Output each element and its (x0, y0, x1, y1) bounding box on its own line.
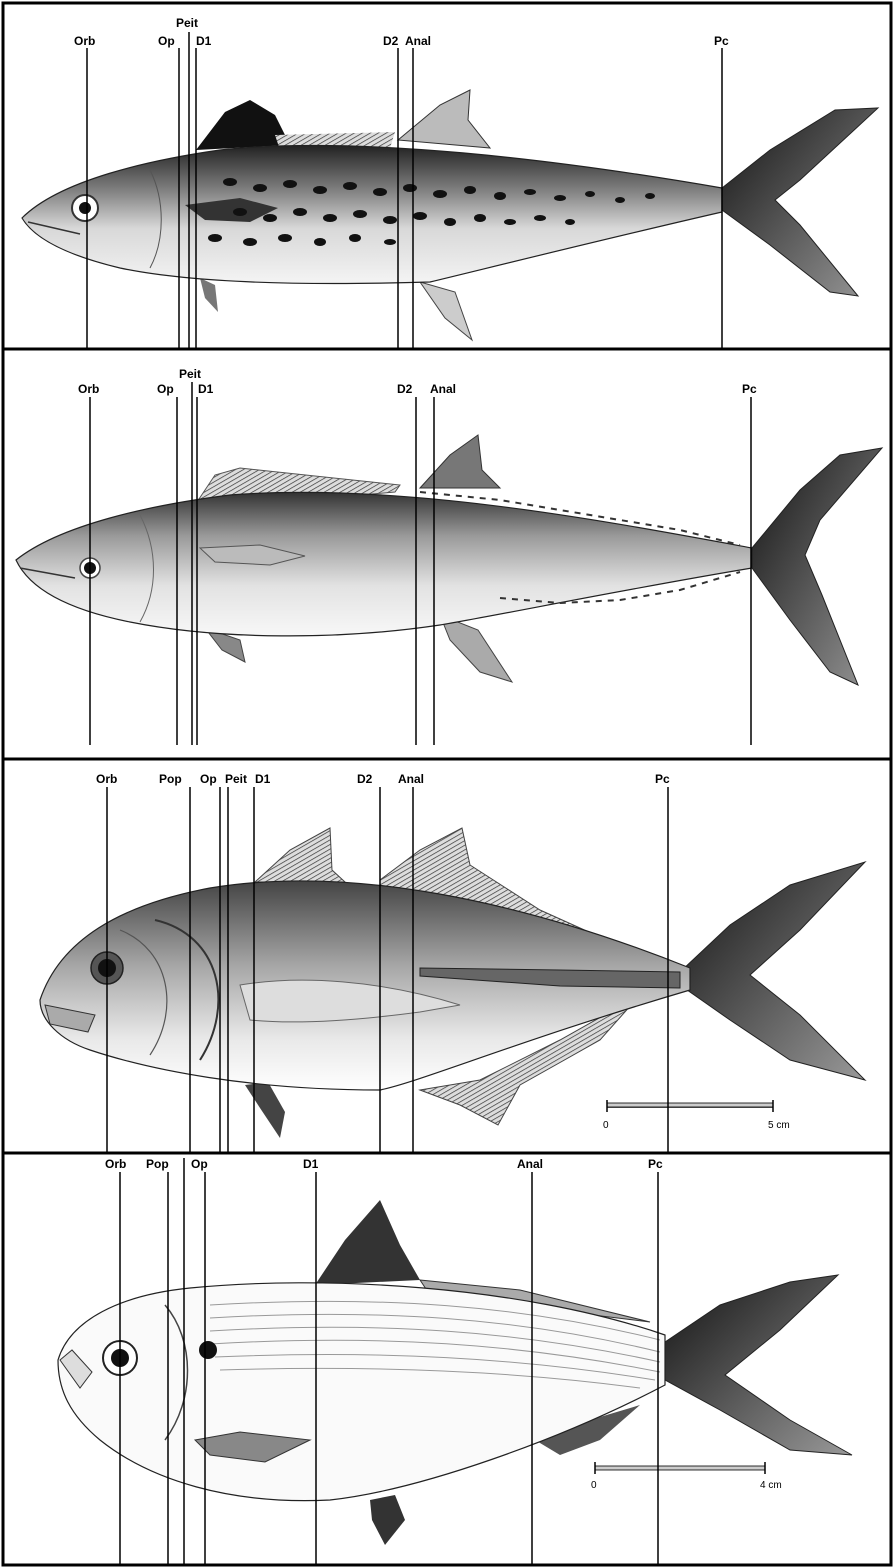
p3-label-pc: Pc (655, 772, 670, 786)
p3-label-d2: D2 (357, 772, 373, 786)
p2-label-d2: D2 (397, 382, 413, 396)
p4-label-op: Op (191, 1157, 208, 1171)
p3-label-anal: Anal (398, 772, 424, 786)
p2-label-peit: Peit (179, 367, 201, 381)
p1-label-orb: Orb (74, 34, 95, 48)
p2-label-orb: Orb (78, 382, 99, 396)
p4-label-orb: Orb (105, 1157, 126, 1171)
p4-label-pop: Pop (146, 1157, 169, 1171)
p2-label-d1: D1 (198, 382, 214, 396)
scale-2-end: 4 cm (760, 1480, 782, 1491)
p3-label-pop: Pop (159, 772, 182, 786)
scale-1-start: 0 (603, 1120, 609, 1131)
p1-label-d2: D2 (383, 34, 399, 48)
p3-label-orb: Orb (96, 772, 117, 786)
p4-label-pc: Pc (648, 1157, 663, 1171)
p2-label-op: Op (157, 382, 174, 396)
p3-label-op: Op (200, 772, 217, 786)
p1-label-d1: D1 (196, 34, 212, 48)
p3-label-d1: D1 (255, 772, 271, 786)
p4-label-d1: D1 (303, 1157, 319, 1171)
p4-label-anal: Anal (517, 1157, 543, 1171)
p1-label-pc: Pc (714, 34, 729, 48)
p2-label-pc: Pc (742, 382, 757, 396)
p1-label-peit: Peit (176, 16, 198, 30)
scale-2-start: 0 (591, 1480, 597, 1491)
p1-label-anal: Anal (405, 34, 431, 48)
scale-1-end: 5 cm (768, 1120, 790, 1131)
p3-label-peit: Peit (225, 772, 247, 786)
p2-label-anal: Anal (430, 382, 456, 396)
p1-label-op: Op (158, 34, 175, 48)
